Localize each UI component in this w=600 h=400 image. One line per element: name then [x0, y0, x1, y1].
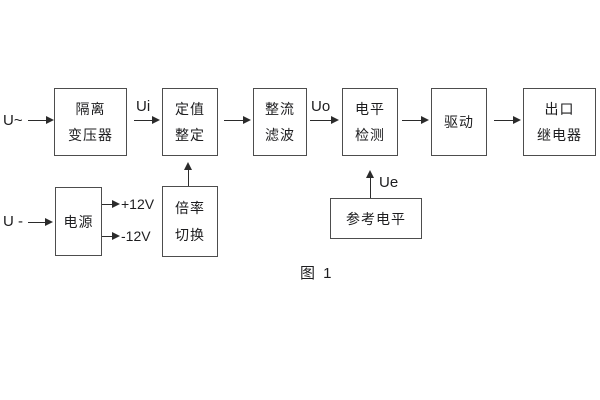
block-ratio-switch-line2: 切换: [175, 227, 205, 244]
signal-label-ui: Ui: [136, 98, 151, 115]
arrow-shaft: [224, 119, 245, 122]
rail-label-minus12v: -12V: [121, 228, 151, 244]
arrow-setting-to-rectifier: [224, 116, 251, 125]
block-isolation-transformer-line1: 隔离: [75, 100, 106, 117]
arrow-head: [112, 200, 120, 208]
arrow-shaft: [102, 235, 114, 238]
arrow-head: [46, 116, 54, 124]
arrow-head: [152, 116, 160, 124]
block-setting-adjust-line1: 定值: [175, 100, 205, 117]
arrow-input-dc: [28, 218, 53, 227]
signal-label-ue: Ue: [379, 174, 399, 191]
arrow-ui: [134, 116, 160, 125]
block-ratio-switch-line1: 倍率: [175, 199, 205, 216]
arrow-shaft: [187, 168, 190, 186]
block-setting-adjust: 定值 整定: [162, 88, 218, 156]
block-output-relay-line2: 继电器: [537, 127, 582, 144]
arrow-plus12v: [102, 200, 120, 209]
arrow-shaft: [28, 221, 47, 224]
input-label-ac: U~: [3, 112, 23, 129]
arrow-head: [243, 116, 251, 124]
arrow-head: [112, 232, 120, 240]
block-rectifier-filter-line1: 整流: [265, 100, 295, 117]
arrow-input-ac: [28, 116, 54, 125]
arrow-drive-to-relay: [494, 116, 521, 125]
arrow-ratio-to-setting: [184, 162, 193, 186]
block-output-relay: 出口 继电器: [523, 88, 596, 156]
arrow-head: [331, 116, 339, 124]
block-power-supply: 电源: [55, 187, 102, 256]
figure-caption: 图 1: [300, 265, 334, 282]
block-ratio-switch: 倍率 切换: [162, 186, 218, 257]
arrow-shaft: [369, 176, 372, 198]
arrow-shaft: [134, 119, 154, 122]
arrow-head: [513, 116, 521, 124]
arrow-head: [45, 218, 53, 226]
block-setting-adjust-line2: 整定: [175, 127, 205, 144]
block-level-detect-line2: 检测: [355, 127, 385, 144]
arrow-level-to-drive: [402, 116, 429, 125]
arrow-head: [421, 116, 429, 124]
arrow-uo: [310, 116, 339, 125]
input-label-dc: U -: [3, 213, 23, 230]
block-rectifier-filter-line2: 滤波: [265, 127, 295, 144]
arrow-shaft: [494, 119, 515, 122]
arrow-shaft: [402, 119, 423, 122]
arrow-ue: [366, 170, 375, 198]
rail-label-plus12v: +12V: [121, 196, 155, 212]
arrow-head: [184, 162, 192, 170]
block-output-relay-line1: 出口: [544, 100, 575, 117]
block-reference-level-label: 参考电平: [346, 210, 406, 227]
block-level-detect: 电平 检测: [342, 88, 398, 156]
signal-label-uo: Uo: [311, 98, 331, 115]
arrow-head: [366, 170, 374, 178]
block-isolation-transformer: 隔离 变压器: [54, 88, 127, 156]
block-drive-label: 驱动: [444, 114, 474, 130]
block-level-detect-line1: 电平: [355, 100, 385, 117]
block-power-supply-label: 电源: [63, 213, 94, 230]
block-isolation-transformer-line2: 变压器: [68, 127, 113, 144]
arrow-shaft: [102, 203, 114, 206]
arrow-shaft: [28, 119, 48, 122]
block-reference-level: 参考电平: [330, 198, 422, 239]
block-rectifier-filter: 整流 滤波: [253, 88, 307, 156]
block-drive: 驱动: [431, 88, 487, 156]
arrow-shaft: [310, 119, 333, 122]
arrow-minus12v: [102, 232, 120, 241]
